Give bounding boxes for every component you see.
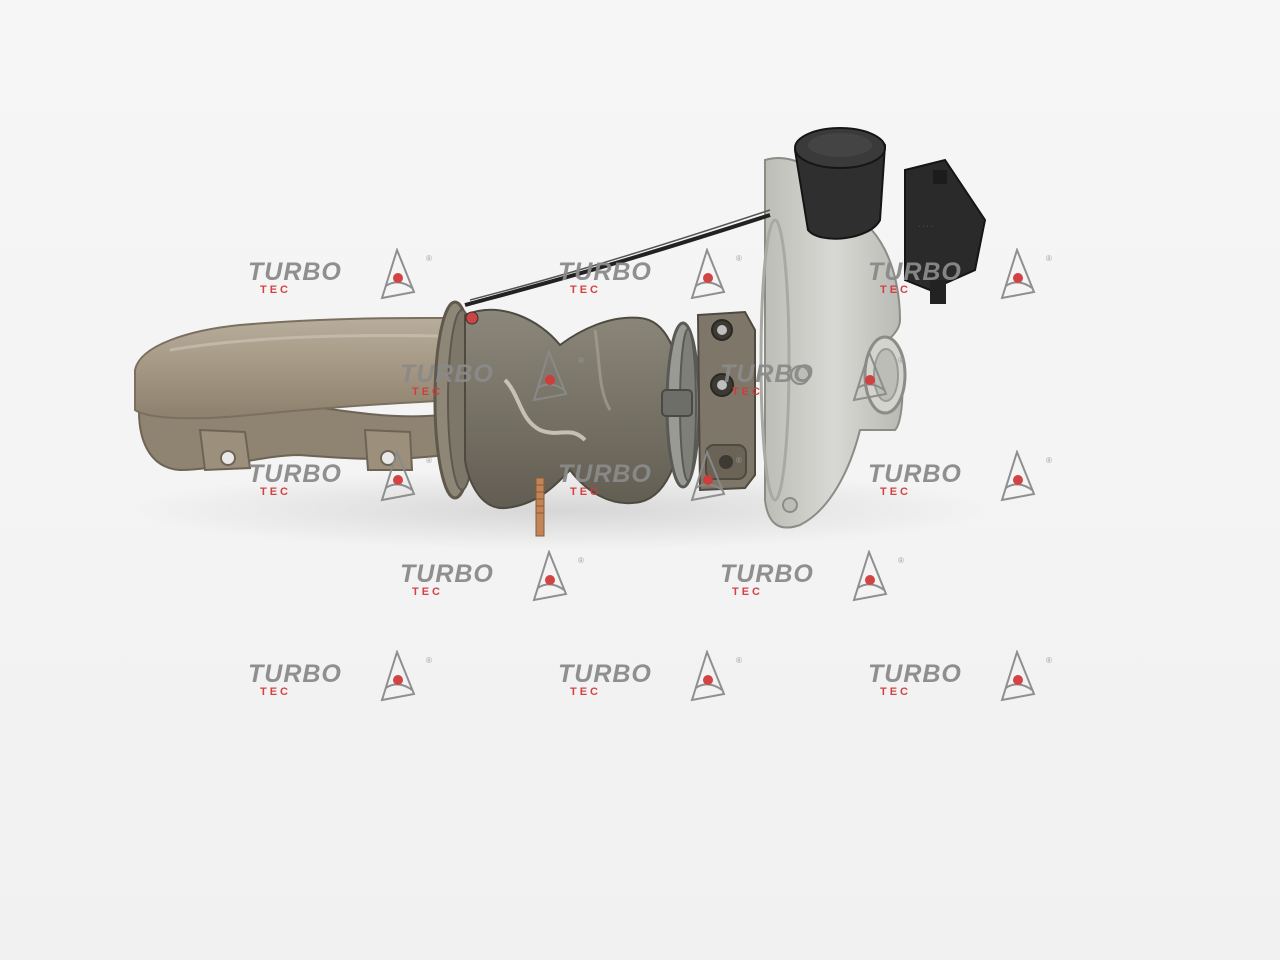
watermark-text: TURBO (558, 660, 652, 688)
turbo-tec-emblem-icon (1000, 248, 1036, 300)
watermark-subtext: TEC (260, 284, 291, 296)
turbo-tec-emblem-icon (1000, 650, 1036, 702)
watermark-text: TURBO (400, 360, 494, 388)
watermark-subtext: TEC (260, 486, 291, 498)
watermark-text: TURBO (558, 460, 652, 488)
watermark-logo: TURBO TEC ® (868, 248, 1058, 326)
watermark-logo: TURBO TEC ® (400, 550, 590, 628)
watermark-logo: TURBO TEC ® (558, 450, 748, 528)
watermark-logo: TURBO TEC ® (558, 248, 748, 326)
turbo-tec-emblem-icon (532, 550, 568, 602)
turbo-tec-emblem-icon (690, 248, 726, 300)
watermark-text: TURBO (248, 660, 342, 688)
watermark-subtext: TEC (732, 586, 763, 598)
registered-mark: ® (578, 556, 584, 565)
watermark-text: TURBO (720, 360, 814, 388)
watermark-subtext: TEC (880, 284, 911, 296)
watermark-logo: TURBO TEC ® (248, 450, 438, 528)
watermark-text: TURBO (868, 660, 962, 688)
registered-mark: ® (1046, 254, 1052, 263)
svg-text:· · · ·: · · · · (918, 223, 933, 230)
turbo-tec-emblem-icon (852, 350, 888, 402)
registered-mark: ® (426, 254, 432, 263)
turbo-tec-emblem-icon (380, 248, 416, 300)
watermark-text: TURBO (248, 460, 342, 488)
watermark-text: TURBO (868, 460, 962, 488)
registered-mark: ® (736, 656, 742, 665)
turbo-tec-emblem-icon (380, 450, 416, 502)
registered-mark: ® (898, 556, 904, 565)
watermark-subtext: TEC (570, 486, 601, 498)
watermark-text: TURBO (868, 258, 962, 286)
watermark-logo: TURBO TEC ® (248, 248, 438, 326)
turbo-tec-emblem-icon (1000, 450, 1036, 502)
turbo-tec-emblem-icon (532, 350, 568, 402)
registered-mark: ® (736, 254, 742, 263)
watermark-subtext: TEC (880, 686, 911, 698)
watermark-subtext: TEC (412, 386, 443, 398)
registered-mark: ® (426, 656, 432, 665)
watermark-subtext: TEC (732, 386, 763, 398)
watermark-subtext: TEC (880, 486, 911, 498)
registered-mark: ® (426, 456, 432, 465)
registered-mark: ® (1046, 456, 1052, 465)
turbo-tec-emblem-icon (690, 450, 726, 502)
registered-mark: ® (898, 356, 904, 365)
watermark-subtext: TEC (570, 686, 601, 698)
registered-mark: ® (1046, 656, 1052, 665)
watermark-logo: TURBO TEC ® (400, 350, 590, 428)
turbo-tec-emblem-icon (690, 650, 726, 702)
watermark-logo: TURBO TEC ® (720, 350, 910, 428)
registered-mark: ® (736, 456, 742, 465)
turbo-tec-emblem-icon (380, 650, 416, 702)
watermark-logo: TURBO TEC ® (720, 550, 910, 628)
watermark-text: TURBO (248, 258, 342, 286)
watermark-subtext: TEC (260, 686, 291, 698)
watermark-text: TURBO (558, 258, 652, 286)
watermark-subtext: TEC (570, 284, 601, 296)
registered-mark: ® (578, 356, 584, 365)
watermark-logo: TURBO TEC ® (558, 650, 748, 728)
watermark-text: TURBO (400, 560, 494, 588)
watermark-logo: TURBO TEC ® (868, 450, 1058, 528)
turbo-tec-emblem-icon (852, 550, 888, 602)
watermark-text: TURBO (720, 560, 814, 588)
watermark-logo: TURBO TEC ® (248, 650, 438, 728)
watermark-logo: TURBO TEC ® (868, 650, 1058, 728)
watermark-subtext: TEC (412, 586, 443, 598)
